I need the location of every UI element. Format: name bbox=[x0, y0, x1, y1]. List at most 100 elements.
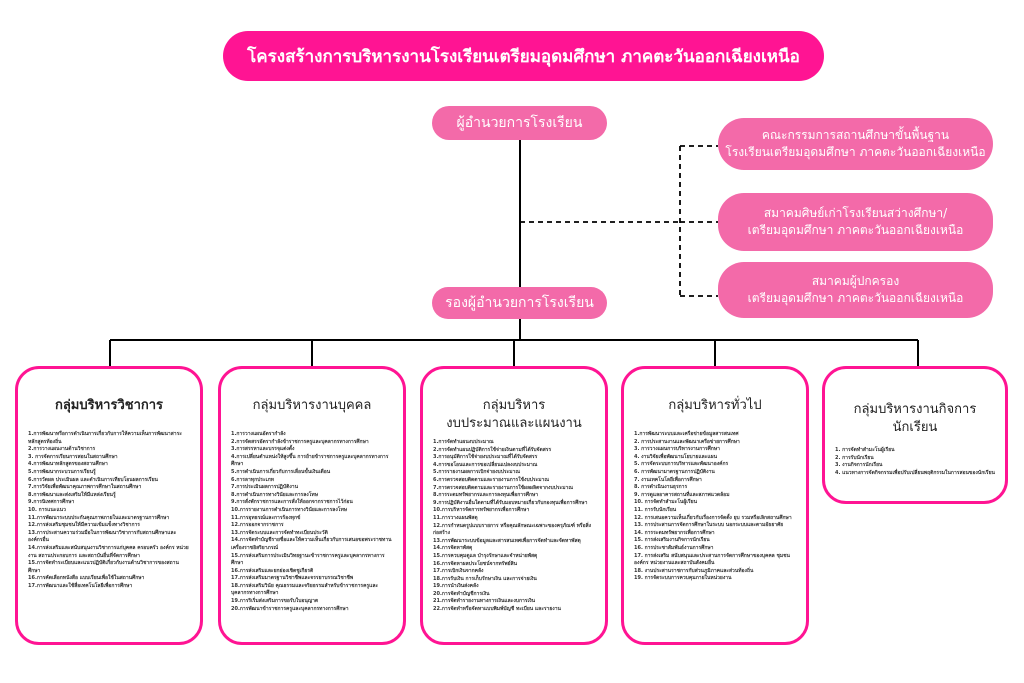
side-box-line2: โรงเรียนเตรียมอุดมศึกษา ภาคตะวันออกเฉียง… bbox=[725, 145, 986, 159]
duty-item: 18. งานประสานราชการกับส่วนภูมิภาคและส่วน… bbox=[634, 567, 754, 574]
duty-item: 16.การคัดเลือกหนังสือ แบบเรียนเพื่อใช้ใน… bbox=[28, 575, 145, 582]
duty-item: 6.การตรวจสอบติดตามและรายงานการใช้งบประมา… bbox=[433, 476, 549, 483]
duty-item: 3.การอนุมัติการใช้จ่ายงบประมาณที่ได้รับจ… bbox=[433, 454, 538, 461]
duty-item: 17.การพัฒนาและใช้สื่อเทคโนโลยีเพื่อการศึ… bbox=[28, 582, 133, 589]
duty-item: 1. การจัดทำสำมะโนผู้เรียน bbox=[835, 447, 895, 453]
side-box-line1: สมาคมศิษย์เก่าโรงเรียนสว่างศึกษา/ bbox=[763, 206, 948, 220]
duty-item: 11.การวางแผนพัสดุ bbox=[433, 514, 478, 521]
duty-item: 10.การบริหารจัดการทรัพยากรเพื่อการศึกษา bbox=[433, 507, 530, 514]
duty-item: 10. การแนะแนว bbox=[28, 506, 66, 513]
duty-item: 18.การรับเงิน การเก็บรักษาเงิน และการจ่า… bbox=[433, 575, 537, 582]
duty-item: 12.การส่งเสริมชุมชนให้มีความเข้มแข็งทางว… bbox=[28, 522, 140, 529]
deputy-director-label: รองผู้อำนวยการโรงเรียน bbox=[445, 295, 594, 311]
card-title-line1: กลุ่มบริหาร bbox=[482, 398, 546, 413]
duty-item: 14.การส่งเสริมและสนับสนุนงานวิชาการแก่บุ… bbox=[28, 544, 189, 559]
academic-affairs-card: กลุ่มบริหารวิชาการ 1.การพัฒนาหรือการดำเน… bbox=[15, 366, 203, 645]
duty-item: 5.การพัฒนากระบวนการเรียนรู้ bbox=[28, 468, 96, 475]
card-title-line2: งบประมาณและแผนงาน bbox=[446, 416, 582, 431]
deputy-director-box: รองผู้อำนวยการโรงเรียน bbox=[432, 287, 607, 319]
duty-item: 19. การจัดระบบการควบคุมภายในหน่วยงาน bbox=[634, 575, 732, 582]
duty-item: 13.การจัดระบบและการจัดทำทะเบียนประวัติ bbox=[231, 529, 328, 536]
side-box-line1: สมาคมผู้ปกครอง bbox=[811, 274, 900, 288]
side-box-line1: คณะกรรมการสถานศึกษาขั้นพื้นฐาน bbox=[761, 128, 950, 142]
duty-item: 3. งานกิจการนักเรียน bbox=[835, 462, 883, 469]
duty-item: 4.การพัฒนาหลักสูตรของสถานศึกษา bbox=[28, 461, 108, 468]
duty-item: 7.การวิจัยเพื่อพัฒนาคุณภาพการศึกษาในสถาน… bbox=[28, 484, 142, 491]
duty-item: 6. การพัฒนามาตรฐานการปฏิบัติงาน bbox=[634, 468, 715, 475]
duty-item: 8. การดำเนินงานธุรการ bbox=[634, 484, 688, 491]
duty-item: 11. การรับนักเรียน bbox=[634, 506, 677, 513]
duty-item: 16.การจัดหาผลประโยชน์จากทรัพย์สิน bbox=[433, 560, 518, 567]
personnel-card: กลุ่มบริหารงานบุคคล 1.การวางแผนอัตรากำลั… bbox=[218, 366, 406, 645]
basic-education-committee-box: คณะกรรมการสถานศึกษาขั้นพื้นฐาน โรงเรียนเ… bbox=[718, 118, 993, 170]
duty-item: 1.การจัดทำแผนงบประมาณ bbox=[433, 439, 494, 445]
duty-item: 2.การจัดทำแผนปฏิบัติการใช้จ่ายเงินตามที่… bbox=[433, 446, 552, 453]
duty-item: 17.การเบิกเงินจากคลัง bbox=[433, 568, 484, 575]
duty-item: 9.การสั่งพักราชการและการสั่งให้ออกจากราช… bbox=[231, 499, 353, 506]
duty-item: 22.การจัดทำหรือจัดหาแบบพิมพ์บัญชี ทะเบีย… bbox=[433, 606, 561, 613]
duty-item: 6.การวัดผล ประเมินผล และดำเนินการเทียบโอ… bbox=[28, 476, 158, 483]
duty-item: 3.การสรรหาและบรรจุแต่งตั้ง bbox=[231, 446, 295, 453]
duty-item: 9.การปฏิบัติงานอื่นใดตามที่ได้รับมอบหมาย… bbox=[433, 499, 588, 506]
page-title-text: โครงสร้างการบริหารงานโรงเรียนเตรียมอุดมศ… bbox=[247, 46, 800, 67]
duty-item: 12. การเสนอความเห็นเกี่ยวกับเรื่องการจัด… bbox=[634, 514, 792, 521]
duty-item: 20.การพัฒนาข้าราชการครูและบุคลากรทางการศ… bbox=[231, 605, 349, 612]
duty-list: 1.การพัฒนาระบบและเครือข่ายข้อมูลสารสนเทศ… bbox=[634, 431, 796, 583]
side-box-line2: เตรียมอุดมศึกษา ภาคตะวันออกเฉียงเหนือ bbox=[747, 223, 964, 237]
duty-item: 18.การส่งเสริมวินัย คุณธรรมและจริยธรรมสำ… bbox=[231, 582, 379, 597]
duty-item: 8.การระดมทรัพยากรและการลงทุนเพื่อการศึกษ… bbox=[433, 492, 539, 499]
card-title: กลุ่มบริหารวิชาการ bbox=[54, 398, 164, 413]
duty-item: 6.การลาทุกประเภท bbox=[231, 476, 274, 483]
duty-item: 15.การจัดทำระเบียบและแนวปฏิบัติเกี่ยวกับ… bbox=[28, 560, 179, 574]
duty-item: 9. การดูแลอาคารสถานที่และสภาพแวดล้อม bbox=[634, 491, 730, 498]
duty-item: 15.การส่งเสริมการประเมินวิทยฐานะข้าราชกา… bbox=[231, 552, 385, 567]
duty-item: 8.การดำเนินการทางวินัยและการลงโทษ bbox=[231, 491, 318, 498]
duty-item: 4.การเปลี่ยนตำแหน่งให้สูงขึ้น การย้ายข้า… bbox=[231, 453, 389, 468]
card-title: กลุ่มบริหารงานบุคคล bbox=[252, 398, 372, 413]
duty-item: 8.การพัฒนาและส่งเสริมให้มีแหล่งเรียนรู้ bbox=[28, 491, 116, 498]
duty-list: 1.การพัฒนาหรือการดำเนินการเกี่ยวกับการให… bbox=[28, 431, 190, 590]
duty-item: 15.การควบคุมดูแล บำรุงรักษาและจำหน่ายพัส… bbox=[433, 552, 538, 559]
director-label: ผู้อำนวยการโรงเรียน bbox=[456, 115, 583, 131]
duty-item: 16.การส่งเสริมและยกย่องเชิดชูเกียรติ bbox=[231, 567, 314, 574]
student-affairs-card: กลุ่มบริหารงานกิจการนักเรียน 1. การจัดทำ… bbox=[822, 366, 1008, 504]
duty-item: 14. การระดมทรัพยากรเพื่อการศึกษา bbox=[634, 529, 715, 536]
duty-item: 7. งานเทคโนโลยีเพื่อการศึกษา bbox=[634, 476, 702, 483]
duty-item: 13. การประสานการจัดการศึกษาในระบบ นอกระบ… bbox=[634, 522, 784, 529]
card-title: กลุ่มบริหารงานกิจการนักเรียน bbox=[853, 402, 977, 435]
duty-item: 3. การจัดการเรียนการสอนในสถานศึกษา bbox=[28, 453, 118, 460]
alumni-association-box: สมาคมศิษย์เก่าโรงเรียนสว่างศึกษา/ เตรียม… bbox=[718, 193, 993, 251]
duty-item: 19.การริเริ่มส่งเสริมการขอรับใบอนุญาต bbox=[231, 598, 319, 605]
card-title: กลุ่มบริหาร งบประมาณและแผนงาน bbox=[433, 397, 595, 433]
duty-item: 19.การนำเงินส่งคลัง bbox=[433, 583, 479, 590]
duty-item: 15. การส่งเสริมงานกิจการนักเรียน bbox=[634, 537, 710, 544]
parents-association-box: สมาคมผู้ปกครอง เตรียมอุดมศึกษา ภาคตะวันอ… bbox=[718, 262, 993, 318]
duty-item: 2. การประสานงานและพัฒนาเครือข่ายการศึกษา bbox=[634, 438, 740, 445]
duty-item: 16. การประชาสัมพันธ์งานการศึกษา bbox=[634, 544, 714, 551]
duty-item: 10. การจัดทำสำมะโนผู้เรียน bbox=[634, 499, 698, 506]
duty-item: 1.การพัฒนาระบบและเครือข่ายข้อมูลสารสนเทศ bbox=[634, 431, 739, 437]
duty-item: 10.การรายงานการดำเนินการทางวินัยและการลง… bbox=[231, 506, 348, 513]
duty-item: 12.การกำหนดรูปแบบรายการ หรือคุณลักษณะเฉพ… bbox=[433, 522, 592, 537]
duty-item: 4. งานวิจัยเพื่อพัฒนานโยบายและแผน bbox=[634, 453, 717, 460]
duty-item: 20.การจัดทำบัญชีการเงิน bbox=[433, 590, 490, 597]
side-box-line2: เตรียมอุดมศึกษา ภาคตะวันออกเฉียงเหนือ bbox=[747, 291, 964, 305]
page-title: โครงสร้างการบริหารงานโรงเรียนเตรียมอุดมศ… bbox=[223, 31, 824, 81]
duty-item: 2.การจัดสรรอัตรากำลังข้าราชการครูและบุคล… bbox=[231, 438, 369, 445]
duty-item: 2.การวางแผนงานด้านวิชาการ bbox=[28, 446, 96, 453]
duty-item: 5. การจัดระบบการบริหารและพัฒนาองค์กร bbox=[634, 461, 729, 468]
budget-planning-card: กลุ่มบริหาร งบประมาณและแผนงาน 1.การจัดทำ… bbox=[420, 366, 608, 645]
card-title: กลุ่มบริหารทั่วไป bbox=[668, 398, 762, 413]
general-administration-card: กลุ่มบริหารทั่วไป 1.การพัฒนาระบบและเครือ… bbox=[621, 366, 809, 645]
duty-item: 3. การวางแผนการบริหารงานการศึกษา bbox=[634, 446, 720, 453]
duty-item: 4. แนวทางการจัดกิจกรรมเพื่อปรับเปลี่ยนพฤ… bbox=[835, 469, 995, 476]
duty-item: 11.การพัฒนาระบบประกันคุณภาพภายในและมาตรฐ… bbox=[28, 514, 170, 521]
duty-item: 11.การอุทธรณ์และการร้องทุกข์ bbox=[231, 514, 301, 521]
duty-item: 17.การส่งเสริมมาตรฐานวิชาชีพและจรรยาบรรณ… bbox=[231, 575, 354, 582]
duty-item: 5.การรายงานผลการเบิกจ่ายงบประมาณ bbox=[433, 469, 520, 476]
duty-item: 2. การรับนักเรียน bbox=[835, 454, 874, 461]
